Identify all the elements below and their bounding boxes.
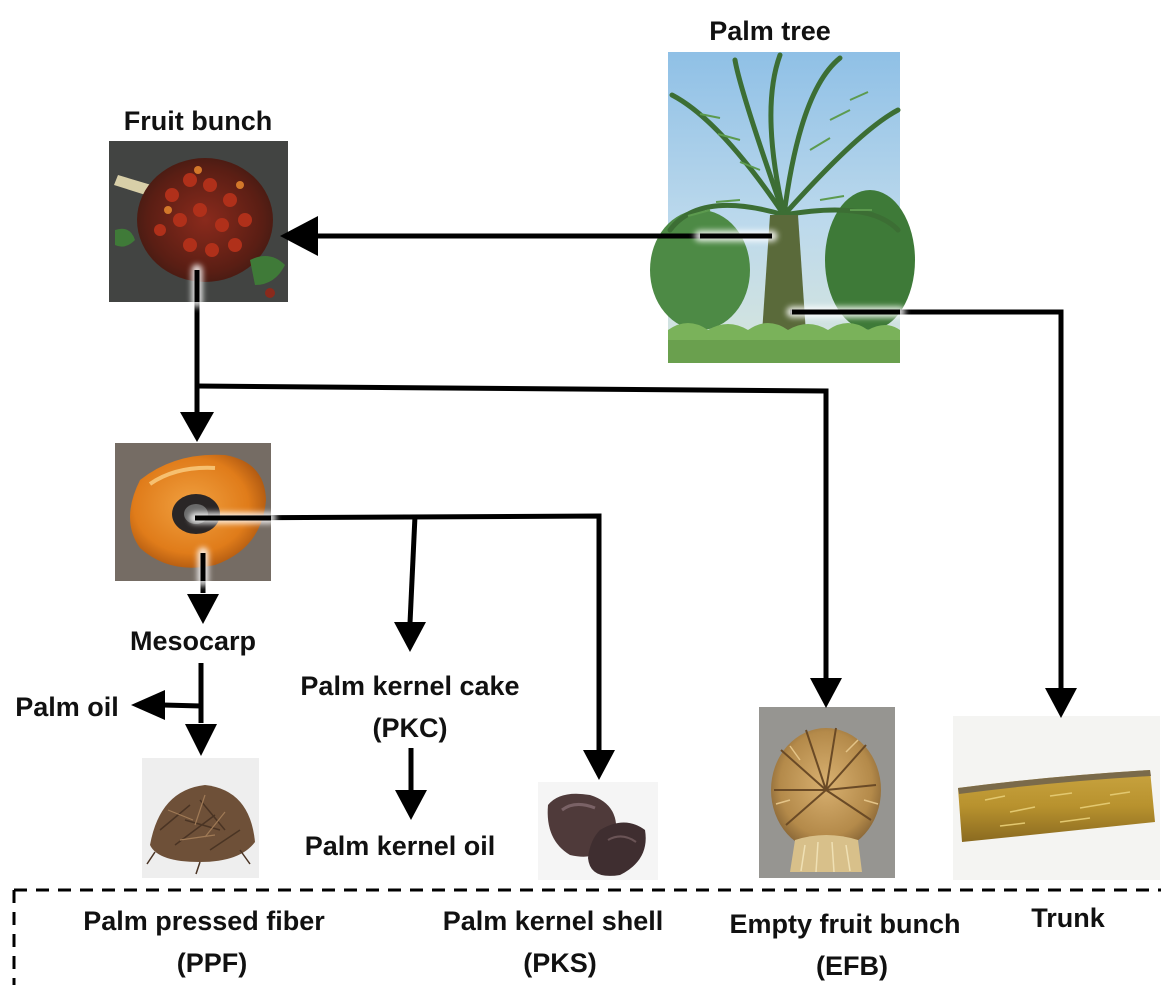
arrowhead-palm-oil [131, 690, 165, 720]
legend-efb-name: Empty fruit bunch [730, 909, 961, 939]
pks-photo [538, 782, 658, 880]
arrow-fruit-bunch-to-efb [197, 386, 826, 680]
arrow-kernel-to-pkc [410, 516, 415, 623]
arrowhead-efb [810, 678, 842, 708]
arrowhead-pkc [394, 622, 426, 652]
arrowhead-palm-kernel-oil [395, 790, 427, 820]
legend-ppf-abbr: (PPF) [177, 948, 248, 978]
trunk-photo [953, 716, 1160, 880]
label-mesocarp: Mesocarp [130, 626, 256, 656]
efb-photo [759, 707, 895, 878]
arrowhead-trunk [1045, 688, 1077, 718]
arrow-tree-to-trunk [790, 312, 1061, 690]
arrow-mesocarp-to-palm-oil [163, 705, 201, 706]
label-pkc-abbr: (PKC) [373, 713, 448, 743]
legend-efb-abbr: (EFB) [816, 951, 888, 981]
arrowhead-kernel [180, 412, 214, 442]
arrowhead-mesocarp [187, 594, 219, 624]
arrowhead-ppf [185, 724, 217, 756]
legend-pks-abbr: (PKS) [523, 948, 597, 978]
label-palm-oil: Palm oil [15, 692, 119, 722]
label-palm-tree: Palm tree [709, 16, 831, 46]
ppf-photo [142, 758, 259, 878]
arrowhead-pks [583, 750, 615, 780]
legend-trunk: Trunk [1031, 903, 1105, 933]
label-fruit-bunch: Fruit bunch [124, 106, 272, 136]
label-palm-kernel-cake: Palm kernel cake [300, 671, 519, 701]
label-palm-kernel-oil: Palm kernel oil [305, 831, 496, 861]
legend-pks-name: Palm kernel shell [443, 906, 664, 936]
connectors [163, 236, 1061, 792]
legend-ppf-name: Palm pressed fiber [83, 906, 325, 936]
kernel-cross-section-photo [115, 443, 271, 581]
